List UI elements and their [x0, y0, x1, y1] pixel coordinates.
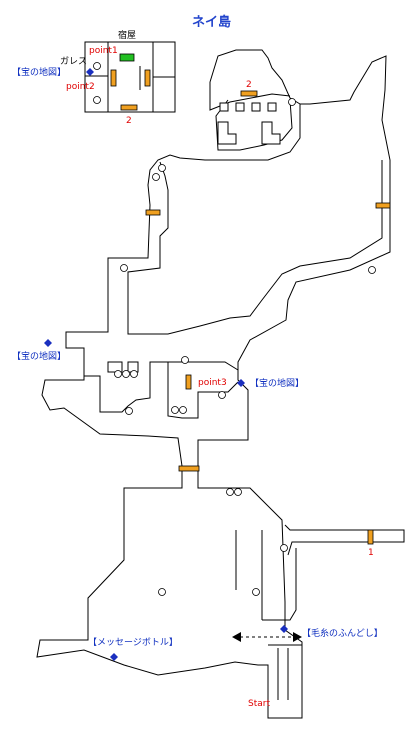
npc-circle — [130, 370, 138, 378]
treasure-map-marker-inn — [86, 68, 94, 76]
inn-green-item — [119, 53, 135, 62]
door — [375, 202, 391, 209]
npc-circle — [218, 391, 226, 399]
doors — [110, 69, 391, 545]
point2-label: point2 — [66, 82, 95, 92]
treasure-map-marker-point3 — [237, 379, 245, 387]
map-inner-wall — [284, 524, 405, 556]
npc-circle — [158, 164, 166, 172]
npc-circle — [368, 266, 376, 274]
map-inner-wall — [215, 99, 293, 151]
npc-circle — [122, 370, 130, 378]
door-1 — [367, 529, 374, 545]
npc-circle — [181, 356, 189, 364]
door — [185, 374, 192, 390]
arrow-left-icon — [232, 632, 241, 642]
treasure-map-label-west: 【宝の地図】 — [12, 352, 67, 362]
message-bottle-marker — [110, 653, 118, 661]
house — [251, 102, 261, 112]
keito-label: 【毛糸のふんどし】 — [302, 629, 383, 639]
garesu-label: ガレス — [60, 57, 88, 67]
npc-circle — [152, 173, 160, 181]
map-title: ネイ島 — [192, 15, 232, 30]
npc-circle — [179, 406, 187, 414]
map-inner-wall — [127, 160, 383, 335]
start-label: Start — [248, 699, 270, 709]
house — [267, 102, 277, 112]
npc-circle — [280, 544, 288, 552]
npc-circle — [125, 407, 133, 415]
door-inn-2 — [120, 104, 138, 111]
map-walls — [36, 41, 405, 719]
npc-circle — [288, 98, 296, 106]
inn-label: 宿屋 — [118, 31, 137, 41]
door — [178, 465, 200, 472]
map-inner-wall — [168, 361, 239, 371]
house — [261, 121, 281, 145]
house — [219, 102, 229, 112]
map-outer-wall — [36, 49, 391, 719]
door2-inn-label: 2 — [126, 116, 132, 126]
map-inner-wall — [209, 82, 291, 111]
npc-circle — [158, 588, 166, 596]
treasure-map-label-inn: 【宝の地図】 — [12, 68, 67, 78]
door1-label: 1 — [368, 548, 374, 558]
door2-top-label: 2 — [246, 80, 252, 90]
map-buildings — [107, 102, 281, 373]
point1-label: point1 — [89, 46, 118, 56]
arrow-right-icon — [293, 632, 302, 642]
npc-circle — [120, 264, 128, 272]
npc-circle — [114, 370, 122, 378]
npc-circle — [171, 406, 179, 414]
door — [144, 69, 151, 87]
point3-label: point3 — [198, 378, 227, 388]
house — [235, 102, 245, 112]
door — [110, 69, 117, 87]
message-bottle-label: 【メッセージボトル】 — [88, 638, 178, 648]
npc-circle — [93, 96, 101, 104]
npc-circle — [234, 488, 242, 496]
npc-circle — [93, 62, 101, 70]
keito-marker — [280, 625, 288, 633]
treasure-markers — [44, 68, 288, 661]
npc-markers — [93, 62, 376, 596]
npc-circle — [252, 588, 260, 596]
map-inner-wall — [262, 548, 297, 621]
treasure-map-label-point3: 【宝の地図】 — [250, 379, 305, 389]
door — [145, 209, 161, 216]
treasure-map-marker-west — [44, 339, 52, 347]
house — [107, 361, 123, 373]
door-top-2 — [240, 90, 258, 97]
map-inner-wall — [83, 348, 239, 419]
house — [217, 121, 237, 145]
npc-circle — [226, 488, 234, 496]
